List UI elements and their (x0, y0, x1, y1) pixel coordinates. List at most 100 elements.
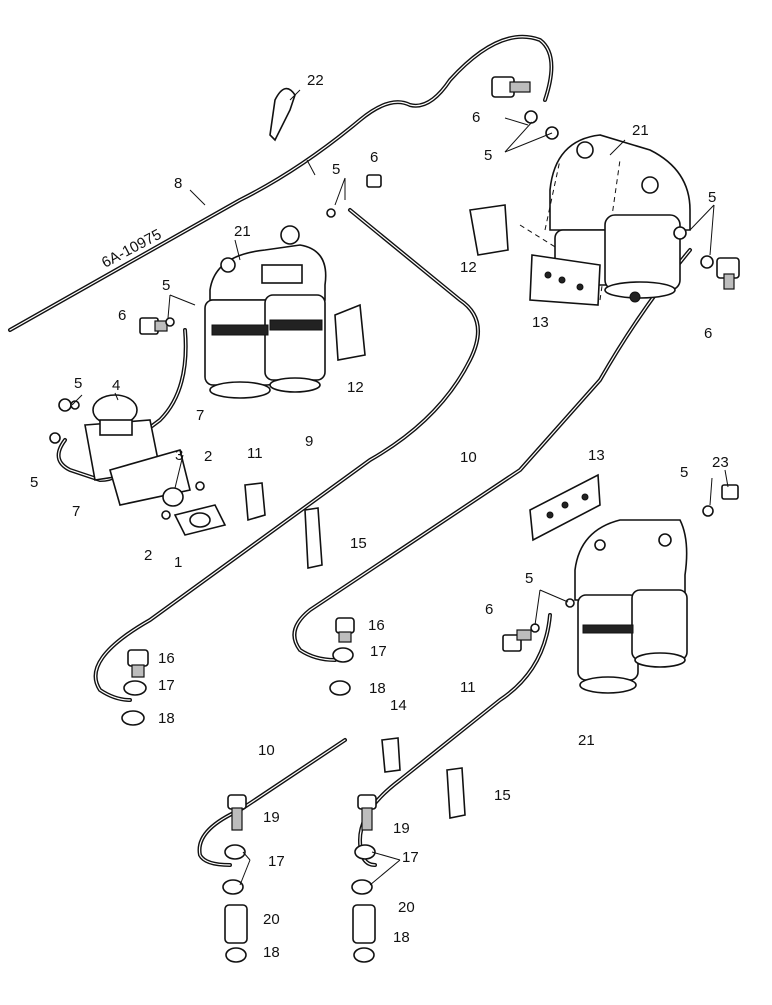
washer-18-lower-left (225, 947, 247, 963)
callout-5-top: 5 (484, 147, 492, 164)
callout-labels: 22 8 6 5 21 5 6 21 5 6 12 13 6 12 5 5 4 … (30, 72, 729, 961)
pipe-9 (93, 208, 480, 702)
callout-5-right: 5 (708, 189, 716, 206)
callout-20-right: 20 (398, 899, 415, 916)
clip-14 (381, 737, 401, 773)
sleeve-20-left (224, 904, 248, 944)
washer-18-mid (329, 680, 351, 696)
callout-10-upper: 10 (460, 449, 477, 466)
callout-6-left: 6 (118, 307, 126, 324)
callout-5-pump: 5 (74, 375, 82, 392)
bolt-6-top (491, 76, 531, 98)
callout-6-right: 6 (704, 325, 712, 342)
pipe-10-lower (197, 738, 347, 867)
callout-15-upper: 15 (350, 535, 367, 552)
banjo-bolt-19-right (357, 794, 377, 831)
callout-7-lower: 7 (72, 503, 80, 520)
callout-5-edge: 5 (30, 474, 38, 491)
callout-9: 9 (305, 433, 313, 450)
flange-1 (173, 504, 227, 536)
washer-5-e (700, 255, 714, 269)
callout-11-upper: 11 (247, 445, 263, 462)
callout-5-lower-right: 5 (680, 464, 688, 481)
bolt-6-left (139, 317, 168, 335)
plate-13-lower (529, 473, 601, 542)
callout-23: 23 (712, 454, 729, 471)
callout-21-left: 21 (234, 223, 251, 240)
o-ring-3 (162, 487, 184, 507)
washer-17-lower-left-a (224, 844, 246, 860)
callout-13-lower: 13 (588, 447, 605, 464)
callout-12-right: 12 (460, 259, 477, 276)
callout-17-left: 17 (158, 677, 175, 694)
banjo-bolt-19-left (227, 794, 247, 831)
clip-11 (244, 482, 266, 522)
callout-12-left: 12 (347, 379, 364, 396)
washer-5-i (530, 623, 540, 633)
callout-18-mid: 18 (369, 680, 386, 697)
washer-17-lower-right-a (354, 844, 376, 860)
callout-4: 4 (112, 377, 120, 394)
callout-18-lower-right: 18 (393, 929, 410, 946)
callout-6-mid: 6 (370, 149, 378, 166)
fuel-filter-assembly-lower-right (574, 519, 688, 694)
callout-3: 3 (175, 447, 183, 464)
washer-17-lower-right-b (351, 879, 373, 895)
callout-10-lower: 10 (258, 742, 275, 759)
plate-13-upper (529, 254, 601, 306)
callout-19-right: 19 (393, 820, 410, 837)
callout-18-left: 18 (158, 710, 175, 727)
washer-17-left (123, 680, 147, 696)
leader-lines (71, 89, 729, 886)
washer-17-mid (332, 647, 354, 663)
bracket-12-left (334, 303, 366, 361)
priming-pump (49, 394, 191, 506)
callout-16-mid: 16 (368, 617, 385, 634)
callout-18-lower-left: 18 (263, 944, 280, 961)
callout-5-left: 5 (162, 277, 170, 294)
clip-15-lower (446, 767, 466, 819)
bolt-6-right (716, 257, 740, 290)
washer-5-j (565, 598, 575, 608)
callout-21-upper-right: 21 (632, 122, 649, 139)
callout-2-left: 2 (144, 547, 152, 564)
callout-6-lower: 6 (485, 601, 493, 618)
callout-22: 22 (307, 72, 324, 89)
washer-18-lower-right (353, 947, 375, 963)
callout-20-left: 20 (263, 911, 280, 928)
bolt-6-mid (366, 174, 382, 188)
callout-13-upper: 13 (532, 314, 549, 331)
callout-17-lower-right: 17 (402, 849, 419, 866)
callout-2-right: 2 (204, 448, 212, 465)
washer-5-c (326, 208, 336, 218)
washer-5-a (524, 110, 538, 124)
washer-17-lower-left-b (222, 879, 244, 895)
bolt-6-lower (502, 629, 532, 652)
callout-21-lower: 21 (578, 732, 595, 749)
sleeve-20-right (352, 904, 376, 944)
pipe-10-upper (292, 248, 692, 662)
pipe-8 (8, 34, 554, 332)
fuel-filter-assembly-left (204, 225, 327, 399)
washer-5-f (165, 317, 175, 327)
washer-18-left (121, 710, 145, 726)
washer-5-d (673, 226, 687, 240)
banjo-bolt-16-left (127, 649, 149, 678)
washer-2-right (195, 481, 205, 491)
callout-5-lower: 5 (525, 570, 533, 587)
callout-7-upper: 7 (196, 407, 204, 424)
washer-5-g (70, 400, 80, 410)
banjo-bolt-16-mid (335, 617, 355, 643)
callout-16-left: 16 (158, 650, 175, 667)
callout-17-mid: 17 (370, 643, 387, 660)
callout-6-top: 6 (472, 109, 480, 126)
bracket-12-right (469, 204, 509, 256)
callout-15-lower: 15 (494, 787, 511, 804)
clip-22 (269, 87, 296, 142)
callout-17-lower-left: 17 (268, 853, 285, 870)
callout-14: 14 (390, 697, 407, 714)
clip-15-upper (304, 507, 323, 569)
callout-5-mid: 5 (332, 161, 340, 178)
